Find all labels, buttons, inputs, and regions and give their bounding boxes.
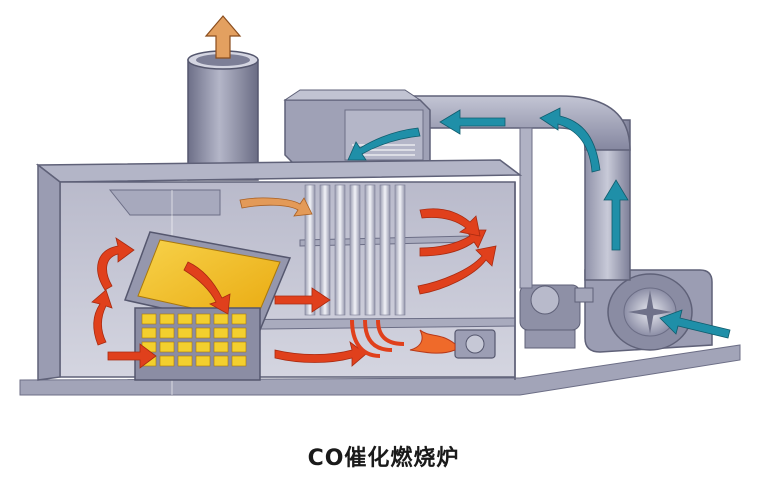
blower-fan [519, 269, 713, 353]
hot-flow-arrow-icon [91, 208, 497, 369]
exhaust-flow-arrow [239, 197, 313, 217]
chimney-stack [187, 50, 259, 181]
diagram-caption: CO催化燃烧炉 [307, 446, 460, 471]
burner-feed-pipes [350, 319, 405, 358]
burner-flame-icon [409, 329, 456, 354]
honeycomb-catalyst [134, 307, 261, 381]
base-platform [19, 344, 741, 396]
heat-exchanger-tubes [304, 184, 406, 316]
burner [409, 329, 496, 359]
fan-icon [623, 287, 677, 337]
cool-flow-arrow-icon [347, 107, 731, 339]
exhaust-arrow-icon [204, 15, 242, 59]
